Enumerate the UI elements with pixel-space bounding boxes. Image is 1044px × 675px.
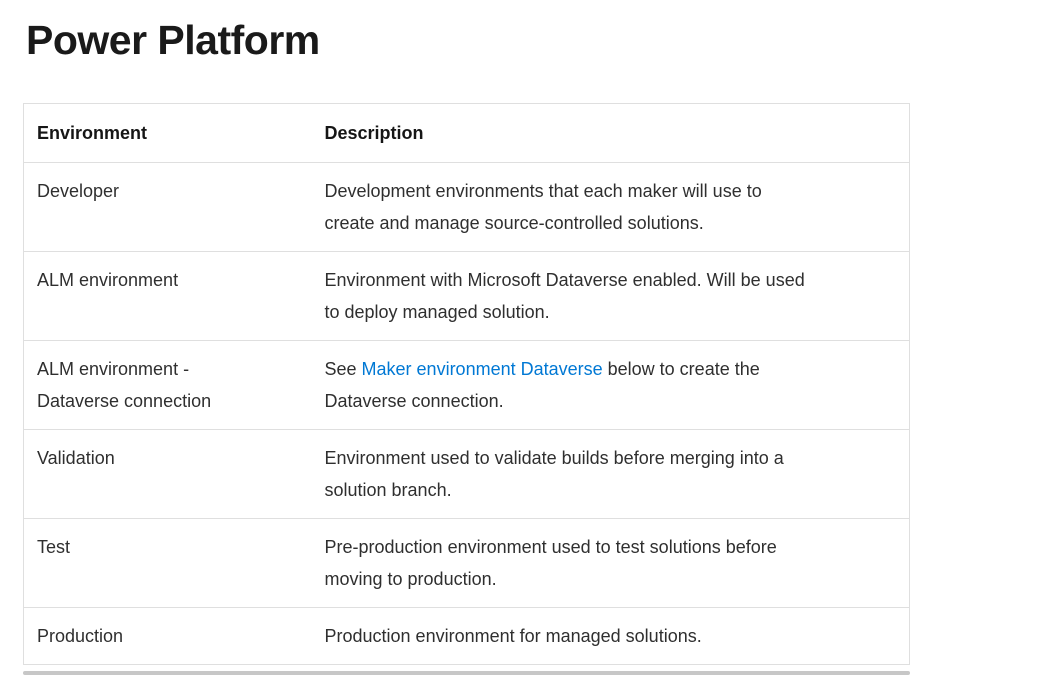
maker-environment-dataverse-link[interactable]: Maker environment Dataverse bbox=[361, 359, 603, 379]
description-cell: See Maker environment Dataverse below to… bbox=[311, 340, 910, 430]
table-row-production: Production Production environment for ma… bbox=[23, 607, 910, 665]
description-text-after-link: below to create the Dataverse connection… bbox=[324, 359, 760, 411]
environment-cell: ALM environment bbox=[23, 251, 312, 341]
description-cell: Environment used to validate builds befo… bbox=[311, 429, 910, 519]
table-horizontal-scrollbar[interactable] bbox=[23, 671, 910, 675]
page-title: Power Platform bbox=[26, 17, 320, 63]
table-row-validation: Validation Environment used to validate … bbox=[23, 429, 910, 519]
table-row-alm-dataverse-connection: ALM environment - Dataverse connection S… bbox=[23, 340, 910, 430]
environment-cell: Test bbox=[23, 518, 312, 608]
table-header-row: Environment Description bbox=[23, 103, 910, 163]
environment-cell: Production bbox=[23, 607, 312, 665]
environment-cell: Developer bbox=[23, 162, 312, 252]
description-cell: Production environment for managed solut… bbox=[311, 607, 910, 665]
column-header-description: Description bbox=[311, 103, 910, 163]
description-cell: Environment with Microsoft Dataverse ena… bbox=[311, 251, 910, 341]
environment-cell: ALM environment - Dataverse connection bbox=[23, 340, 312, 430]
description-cell: Pre-production environment used to test … bbox=[311, 518, 910, 608]
table-row-test: Test Pre-production environment used to … bbox=[23, 518, 910, 608]
environment-cell: Validation bbox=[23, 429, 312, 519]
table-row-alm-environment: ALM environment Environment with Microso… bbox=[23, 251, 910, 341]
description-cell: Development environments that each maker… bbox=[311, 162, 910, 252]
environments-table-container: Environment Description Developer Develo… bbox=[23, 103, 910, 675]
description-text-before-link: See bbox=[324, 359, 362, 379]
environments-table: Environment Description Developer Develo… bbox=[23, 103, 910, 665]
table-row-developer: Developer Development environments that … bbox=[23, 162, 910, 252]
column-header-environment: Environment bbox=[23, 103, 312, 163]
